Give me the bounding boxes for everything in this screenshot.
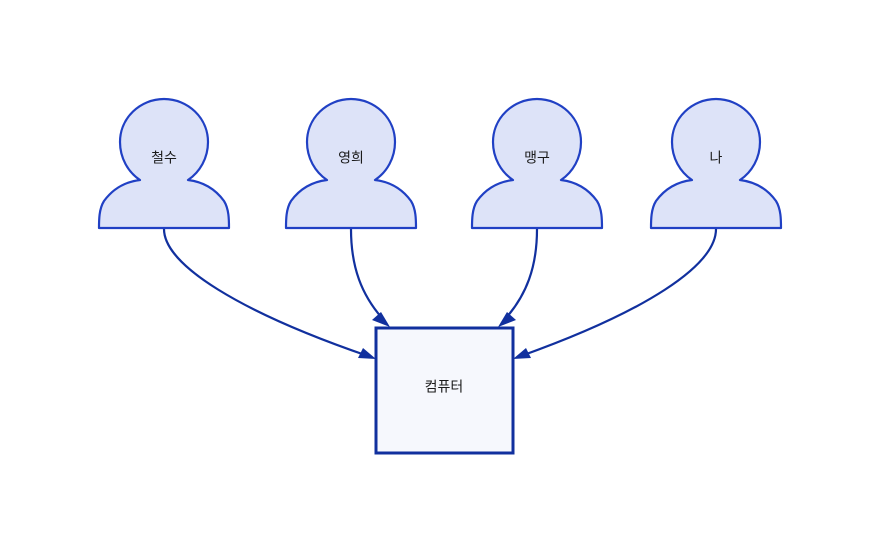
edge-cheolsu-computer[interactable] <box>162 228 376 359</box>
actor-younghee[interactable]: 영희 <box>284 97 418 230</box>
edge-layer <box>162 228 718 359</box>
edge-maenggu-computer-path <box>505 228 539 319</box>
actor-maenggu-label: 맹구 <box>524 150 550 166</box>
actor-cheolsu-label: 철수 <box>151 150 177 166</box>
edge-na-computer-arrowhead <box>513 348 531 359</box>
edge-cheolsu-computer-arrowhead <box>358 348 376 359</box>
system-computer-box <box>374 326 515 455</box>
actor-younghee-shape <box>284 97 418 230</box>
edge-younghee-computer-arrowhead <box>372 312 390 327</box>
actor-na[interactable]: 나 <box>649 97 783 230</box>
edge-na-computer[interactable] <box>513 228 718 359</box>
actor-layer: 철수 영희 맹구 나 <box>97 97 783 230</box>
actor-cheolsu[interactable]: 철수 <box>97 97 231 230</box>
actor-cheolsu-shape <box>97 97 231 230</box>
edge-maenggu-computer[interactable] <box>498 228 539 327</box>
actor-na-label: 나 <box>710 150 723 166</box>
actor-maenggu-shape <box>470 97 604 230</box>
system-computer-label: 컴퓨터 <box>425 379 464 395</box>
edge-maenggu-computer-arrowhead <box>498 312 516 327</box>
edge-younghee-computer-path <box>349 228 383 319</box>
actor-maenggu[interactable]: 맹구 <box>470 97 604 230</box>
actor-na-shape <box>649 97 783 230</box>
system-computer[interactable]: 컴퓨터 <box>374 326 515 455</box>
actor-younghee-label: 영희 <box>338 150 364 166</box>
edge-cheolsu-computer-path <box>162 228 369 358</box>
edge-na-computer-path <box>520 228 718 358</box>
edge-younghee-computer[interactable] <box>349 228 390 327</box>
